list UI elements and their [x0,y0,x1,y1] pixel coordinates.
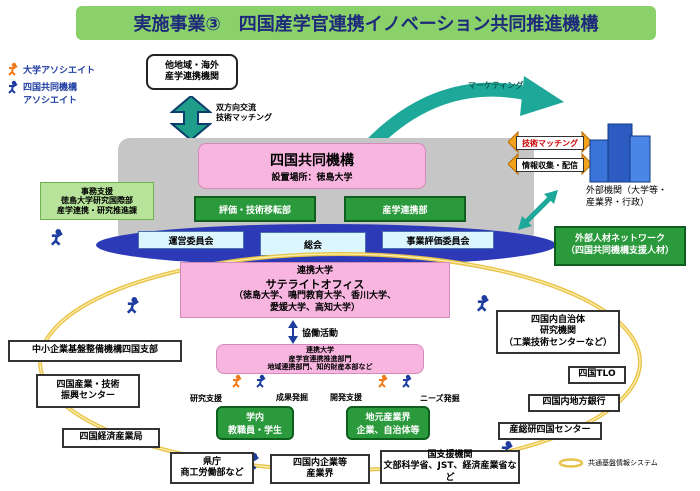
collab-dept: 産学連携部 [344,196,466,222]
bank-box: 四国内地方銀行 [528,394,620,412]
gov-support-line1: 国支援機関 [427,450,473,461]
hr-network-line2: （四国共同機構支援人材） [565,246,674,256]
legend: 大学アソシエイト 四国共同機構 アソシエイト [6,62,95,106]
associate-person-icon [50,229,63,246]
legend-univ-associate: 大学アソシエイト [23,65,96,76]
evaluation-dept: 評価・技術移転部 [194,196,316,222]
legend-shikoku-associate-2: アソシエイト [23,96,78,106]
shikoku-associate-person-icon [256,374,266,388]
local-gov-line1: 四国内自治体 [530,315,585,326]
other-regions-line1: 他地域・海外 [164,60,219,71]
meti-bureau-box: 四国経済産業局 [62,428,160,448]
needs-label: ニーズ発掘 [420,394,460,403]
shikoku-associate-person-icon [8,80,18,94]
other-regions-box: 他地域・海外 産学連携機関 [146,54,238,90]
legend-shikoku-associate-1: 四国共同機構 [23,83,78,93]
other-regions-line2: 産学連携機関 [164,72,219,82]
promotion-center-box: 四国産業・技術 振興センター [36,374,140,408]
campus-box: 学内 教職員・学生 [216,406,294,440]
page-title: 実施事業③ 四国産学官連携イノベーション共同推進機構 [76,6,656,40]
kyodo-arrow-icon [288,320,298,344]
research-support-label: 研究支援 [190,394,222,403]
univ-dept-box: 連携大学 産学官連携推進部門 地域連携部門、知的財産本部など [216,344,424,374]
external-line2: 産業界・行政） [586,197,650,208]
gov-support-box: 国支援機関 文部科学省、JST、経済産業省など [380,450,520,484]
sokai: 総会 [260,232,366,256]
marketing-arrow-icon [364,76,564,151]
local-gov-line2: 研究機関 [539,326,576,337]
associate-person-icon [126,297,139,314]
external-label: 外部機関（大学等・ 産業界・行政） [586,186,667,209]
prefecture-line2: 商工労働部など [180,468,244,478]
tech-matching-label: 技術マッチング [516,136,584,150]
ring-legend-icon [558,458,584,468]
bidirectional-arrow-icon [170,96,212,140]
prefecture-line1: 県庁 [202,456,221,467]
jimu-line3: 産学連携・研究推進課 [57,205,137,215]
jigyo-hyoka-committee: 事業評価委員会 [382,231,494,249]
hr-network-box: 外部人材ネットワーク （四国共同機構支援人材） [554,226,686,266]
univ-associate-person-icon [232,374,242,388]
univ-associate-person-icon [8,62,18,76]
associate-person-icon [476,295,489,312]
bidirectional-line2: 技術マッチング [216,113,272,122]
univ-dept-line2: 産学官連携推進部門 [288,354,352,363]
satellite-line3: （徳島大学、鳴門教育大学、香川大学、 [233,291,396,302]
system-legend: 共通基盤情報システム [558,458,658,468]
univ-dept-line1: 連携大学 [306,346,334,355]
promotion-center-line2: 振興センター [60,391,115,401]
shikoku-associate-person-icon [402,374,412,388]
dev-support-label: 開発支援 [330,393,362,402]
system-legend-label: 共通基盤情報システム [588,459,658,467]
satellite-line1: 連携大学 [296,266,333,277]
promotion-center-line1: 四国産業・技術 [56,379,120,390]
hr-arrow-icon [518,190,558,230]
kiko-box: 四国共同機構 設置場所：徳島大学 [198,143,426,189]
satellite-line2: サテライトオフィス [265,277,365,291]
bidirectional-line1: 双方向交流 [216,103,256,112]
kiko-location: 設置場所：徳島大学 [271,172,353,183]
gov-support-line2: 文部科学省、JST、経済産業省など [383,461,517,483]
companies-line2: 産業界 [306,469,334,479]
info-collection-label: 情報収集・配信 [516,158,584,172]
tlo-box: 四国TLO [568,366,626,384]
satellite-line4: 愛媛大学、高知大学） [269,302,360,313]
jimu-line1: 事務支援 [81,186,113,196]
local-gov-line3: （工業技術センターなど） [503,337,612,348]
univ-associate-person-icon [378,374,388,388]
results-label: 成果発掘 [276,393,308,402]
hr-network-line1: 外部人材ネットワーク [574,234,665,245]
campus-line1: 学内 [245,413,264,423]
campus-line2: 教職員・学生 [227,426,282,436]
kyodo-label: 協働活動 [302,329,339,339]
external-line1: 外部機関（大学等・ [586,186,668,196]
unei-committee: 運営委員会 [138,231,244,249]
marketing-label: マーケティング [468,81,524,90]
bidirectional-label: 双方向交流 技術マッチング [216,103,272,123]
kiko-name: 四国共同機構 [270,152,354,169]
companies-line1: 四国内企業等 [292,457,347,468]
local-industry-box: 地元産業界 企業、自治体等 [346,406,430,440]
external-building-icon [589,123,651,183]
sme-agency-box: 中小企業基盤整備機構四国支部 [8,340,182,362]
local-gov-box: 四国内自治体 研究機関 （工業技術センターなど） [496,310,620,354]
local-industry-line2: 企業、自治体等 [356,426,420,436]
prefecture-box: 県庁 商工労働部など [170,452,254,484]
companies-box: 四国内企業等 産業界 [270,454,370,484]
local-industry-line1: 地元産業界 [365,413,411,423]
jimu-line2: 徳島大学研究国際部 [61,196,133,206]
satellite-office-box: 連携大学 サテライトオフィス （徳島大学、鳴門教育大学、香川大学、 愛媛大学、高… [180,262,450,318]
jimu-support-box: 事務支援 徳島大学研究国際部 産学連携・研究推進課 [40,182,154,220]
aist-box: 産総研四国センター [498,422,602,440]
univ-dept-line3: 地域連携部門、知的財産本部など [267,363,373,372]
